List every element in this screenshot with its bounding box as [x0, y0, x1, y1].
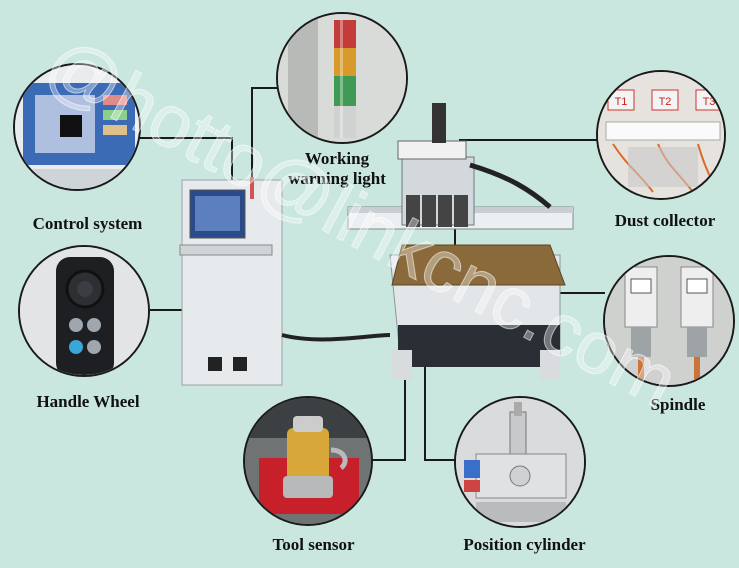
- warning-light-photo: [276, 12, 408, 144]
- line-warning-light: [251, 87, 285, 190]
- label-control-system: Control system: [32, 214, 143, 233]
- label-warning-light-line1: Working: [304, 149, 370, 168]
- line-control-system: [132, 137, 233, 200]
- dust-collector-photo: T1 T2 T3: [596, 70, 726, 200]
- warning-light-pole: [250, 177, 254, 199]
- tool-sensor-photo: [243, 396, 373, 526]
- cabinet-fan-right: [233, 357, 247, 371]
- label-spindle: Spindle: [650, 395, 706, 414]
- label-handle-wheel: Handle Wheel: [36, 392, 140, 411]
- machine-table: [391, 244, 566, 286]
- tag-t1: T1: [615, 96, 628, 108]
- tag-t2: T2: [659, 96, 672, 108]
- bed-base: [398, 325, 560, 367]
- label-dust-collector: Dust collector: [614, 211, 716, 230]
- dust-collector-box: [397, 140, 467, 160]
- label-position-cylinder: Position cylinder: [463, 535, 586, 554]
- cabinet-keyboard: [179, 244, 273, 256]
- cnc-machine-illustration: [179, 103, 574, 386]
- control-system-photo: [13, 63, 141, 191]
- position-cylinder-photo: [454, 396, 586, 528]
- label-warning-light-line2: warning light: [288, 169, 386, 188]
- label-tool-sensor: Tool sensor: [272, 535, 355, 554]
- tag-t3: T3: [703, 96, 716, 108]
- handle-wheel-photo: [18, 245, 150, 377]
- label-warning-light: Working warning light: [276, 149, 398, 189]
- cabinet-fan-left: [208, 357, 222, 371]
- spindle-photo: [603, 255, 735, 387]
